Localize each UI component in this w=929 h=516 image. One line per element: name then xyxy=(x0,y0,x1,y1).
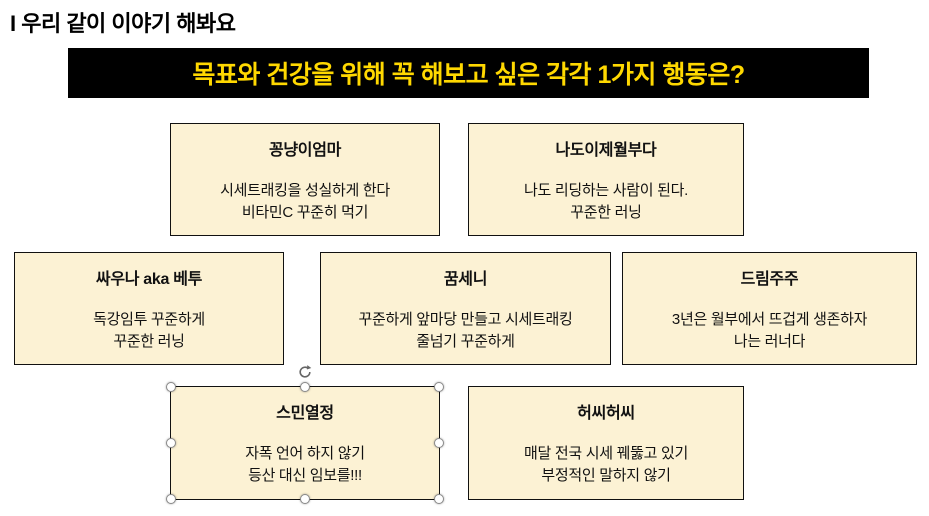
note-card[interactable]: 꿈세니 꾸준하게 앞마당 만들고 시세트래킹 줄넘기 꾸준하게 xyxy=(320,252,611,365)
selection-handle-w[interactable] xyxy=(166,438,176,448)
selection-handle-s[interactable] xyxy=(300,494,310,504)
card-title: 허씨허씨 xyxy=(577,405,635,422)
selection-handle-sw[interactable] xyxy=(166,494,176,504)
card-body: 매달 전국 시세 꿰뚫고 있기 부정적인 말하지 않기 xyxy=(524,445,688,484)
selection-handle-se[interactable] xyxy=(434,494,444,504)
note-card[interactable]: 허씨허씨 매달 전국 시세 꿰뚫고 있기 부정적인 말하지 않기 xyxy=(468,386,744,500)
question-banner-text: 목표와 건강을 위해 꼭 해보고 싶은 각각 1가지 행동은? xyxy=(192,61,745,89)
card-body: 3년은 월부에서 뜨겁게 생존하자 나는 러너다 xyxy=(671,311,868,350)
note-card[interactable]: 나도이제월부다 나도 리딩하는 사람이 된다. 꾸준한 러닝 xyxy=(468,123,744,236)
rotate-handle-icon[interactable] xyxy=(298,365,312,379)
selection-handle-n[interactable] xyxy=(300,382,310,392)
card-title: 꿈세니 xyxy=(443,271,488,288)
card-title: 스민열정 xyxy=(276,405,334,422)
card-body: 꾸준하게 앞마당 만들고 시세트래킹 줄넘기 꾸준하게 xyxy=(358,311,573,350)
note-card[interactable]: 드림주주 3년은 월부에서 뜨겁게 생존하자 나는 러너다 xyxy=(622,252,917,365)
card-title: 꽁냥이엄마 xyxy=(268,142,342,159)
question-banner[interactable]: 목표와 건강을 위해 꼭 해보고 싶은 각각 1가지 행동은? xyxy=(68,48,869,98)
selection-handle-ne[interactable] xyxy=(434,382,444,392)
card-title: 드림주주 xyxy=(740,271,799,288)
note-card[interactable]: 싸우나 aka 베투 독강임투 꾸준하게 꾸준한 러닝 xyxy=(14,252,284,365)
selection-handle-nw[interactable] xyxy=(166,382,176,392)
selection-handle-e[interactable] xyxy=(434,438,444,448)
note-card[interactable]: 꽁냥이엄마 시세트래킹을 성실하게 한다 비타민C 꾸준히 먹기 xyxy=(170,123,440,236)
card-title: 싸우나 aka 베투 xyxy=(95,271,203,288)
card-body: 시세트래킹을 성실하게 한다 비타민C 꾸준히 먹기 xyxy=(220,182,390,221)
card-body: 독강임투 꾸준하게 꾸준한 러닝 xyxy=(93,311,205,350)
note-card-selected[interactable]: 스민열정 자폭 언어 하지 않기 등산 대신 임보를!!! xyxy=(166,365,444,504)
card-body: 자폭 언어 하지 않기 등산 대신 임보를!!! xyxy=(245,445,365,484)
card-body: 나도 리딩하는 사람이 된다. 꾸준한 러닝 xyxy=(524,182,688,221)
card-title: 나도이제월부다 xyxy=(555,142,657,159)
slide-heading[interactable]: I 우리 같이 이야기 해봐요 xyxy=(10,11,236,36)
